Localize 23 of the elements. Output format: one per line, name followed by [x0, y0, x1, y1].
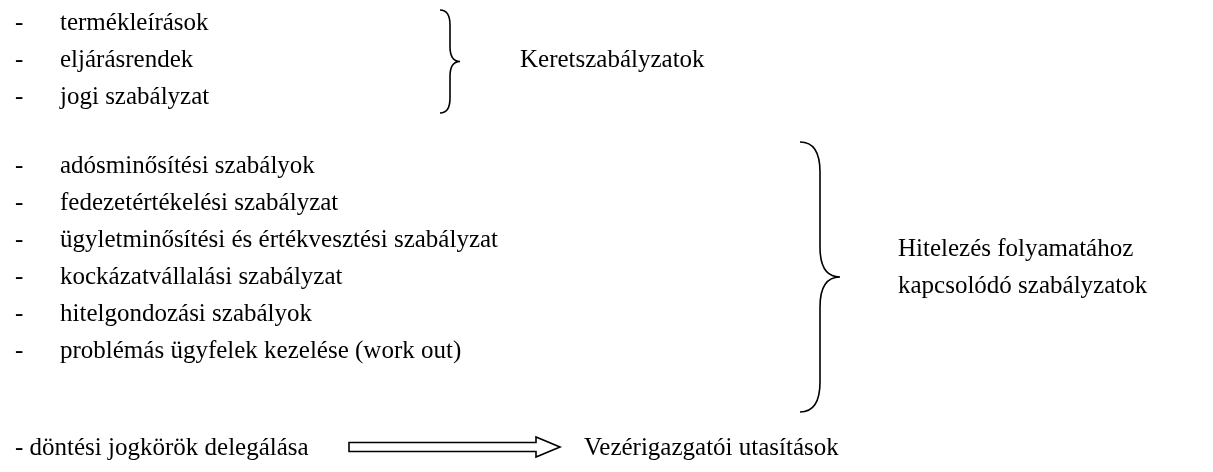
- list-item: kockázatvállalási szabályzat: [60, 261, 343, 291]
- list-bullet: -: [15, 44, 24, 74]
- list-item: fedezetértékelési szabályzat: [60, 187, 339, 217]
- list-item: eljárásrendek: [60, 44, 194, 74]
- list-item: Keretszabályzatok: [520, 44, 705, 74]
- list-item: jogi szabályzat: [60, 81, 210, 111]
- list-bullet: -: [15, 261, 24, 291]
- block-arrow: [348, 435, 563, 459]
- list-bullet: -: [15, 187, 24, 217]
- list-bullet: -: [15, 224, 24, 254]
- list-bullet: -: [15, 335, 24, 365]
- text-label: - döntési jogkörök delegálása: [15, 432, 309, 462]
- list-bullet: -: [15, 150, 24, 180]
- list-bullet: -: [15, 7, 24, 37]
- list-bullet: -: [15, 81, 24, 111]
- text-label: Vezérigazgatói utasítások: [584, 432, 839, 462]
- list-item: termékleírások: [60, 7, 209, 37]
- group-label: Hitelezés folyamatához kapcsolódó szabályzatok: [898, 233, 1149, 300]
- list-bullet: -: [15, 298, 24, 328]
- list-item: hitelgondozási szabályok: [60, 298, 312, 328]
- list-item: problémás ügyfelek kezelése (work out): [60, 335, 462, 365]
- list-item: ügyletminősítési és értékvesztési szabályzat: [60, 224, 499, 254]
- list-item: adósminősítési szabályok: [60, 150, 315, 180]
